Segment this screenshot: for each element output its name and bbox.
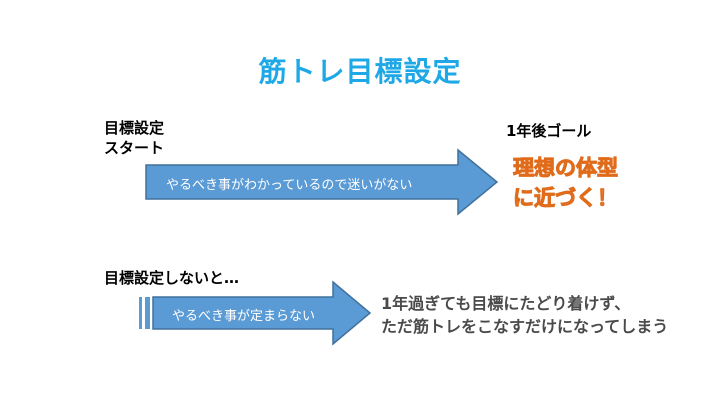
progress-arrow-label: やるべき事がわかっているので迷いがない (166, 178, 413, 193)
no-goal-label: 目標設定しないと… (104, 269, 240, 287)
stalled-arrow (139, 280, 372, 346)
goal-label: 1年後ゴール (506, 122, 592, 140)
no-goal-outcome-line1: 1年過ぎても目標にたどり着けず、 (381, 294, 631, 313)
start-label: 目標設定 スタート (104, 118, 164, 158)
start-label-line2: スタート (104, 139, 165, 157)
goal-outcome: 理想の体型 に近づく！ (513, 153, 619, 213)
goal-outcome-line1: 理想の体型 (513, 156, 619, 181)
no-goal-outcome: 1年過ぎても目標にたどり着けず、 ただ筋トレをこなすだけになってしまう (381, 292, 668, 338)
start-label-line1: 目標設定 (104, 119, 165, 137)
no-goal-outcome-line2: ただ筋トレをこなすだけになってしまう (381, 317, 669, 336)
stalled-arrow-label: やるべき事が定まらない (172, 309, 316, 324)
progress-arrow (145, 148, 499, 216)
goal-outcome-line2: に近づく！ (513, 186, 619, 211)
page-title: 筋トレ目標設定 (258, 55, 462, 88)
